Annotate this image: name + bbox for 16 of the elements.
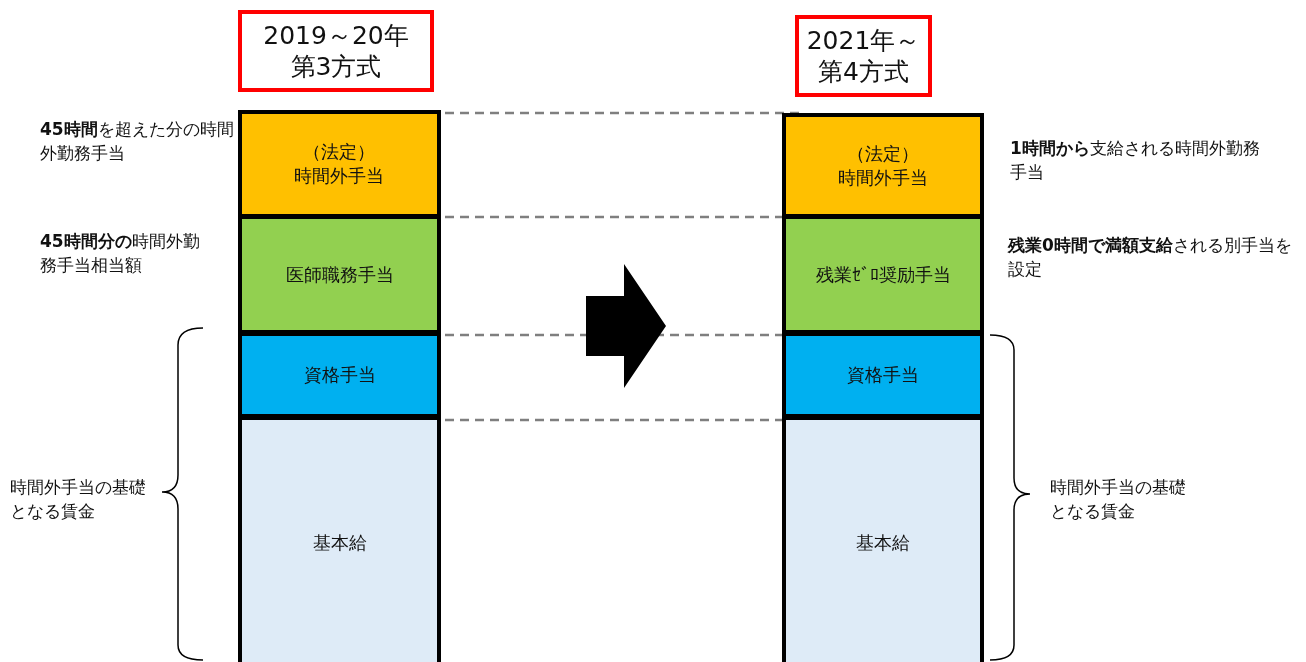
- stacked-segment: 資格手当: [238, 332, 441, 418]
- note-text: 1時間から支給される時間外勤務手当: [1010, 137, 1260, 184]
- stacked-segment: 医師職務手当: [238, 215, 441, 334]
- note-text: 時間外手当の基礎となる賃金: [10, 476, 147, 523]
- stacked-segment: （法定）時間外手当: [782, 113, 984, 218]
- note-text: 45時間を超えた分の時間外勤務手当: [40, 118, 235, 165]
- heading-box: 2021年～第4方式: [795, 15, 932, 97]
- heading-box: 2019～20年第3方式: [238, 10, 434, 92]
- note-text: 45時間分の時間外勤務手当相当額: [40, 230, 200, 277]
- stacked-segment: 基本給: [782, 416, 984, 662]
- stacked-segment: 基本給: [238, 416, 441, 662]
- stacked-segment: 残業ｾﾞﾛ奨励手当: [782, 215, 984, 334]
- note-text: 残業0時間で満額支給される別手当を設定: [1008, 234, 1293, 281]
- stacked-segment: （法定）時間外手当: [238, 110, 441, 218]
- note-text: 時間外手当の基礎となる賃金: [1050, 476, 1187, 523]
- stacked-segment: 資格手当: [782, 332, 984, 418]
